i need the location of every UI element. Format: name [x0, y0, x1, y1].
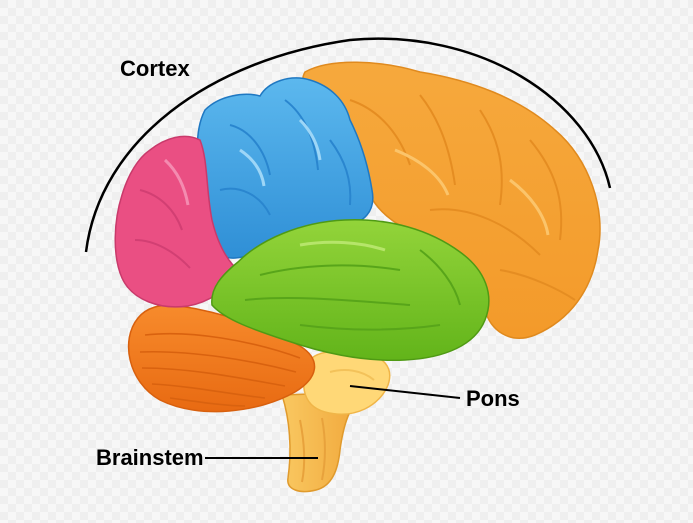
pons-label: Pons	[466, 386, 520, 411]
cortex-label: Cortex	[120, 56, 190, 81]
occipital-lobe-shape	[114, 135, 242, 308]
pons-leader-line	[349, 385, 461, 399]
brainstem-shape	[280, 391, 369, 493]
temporal-lobe-shape	[211, 219, 490, 362]
cortex-arc	[84, 37, 612, 253]
brainstem-label: Brainstem	[96, 445, 204, 470]
